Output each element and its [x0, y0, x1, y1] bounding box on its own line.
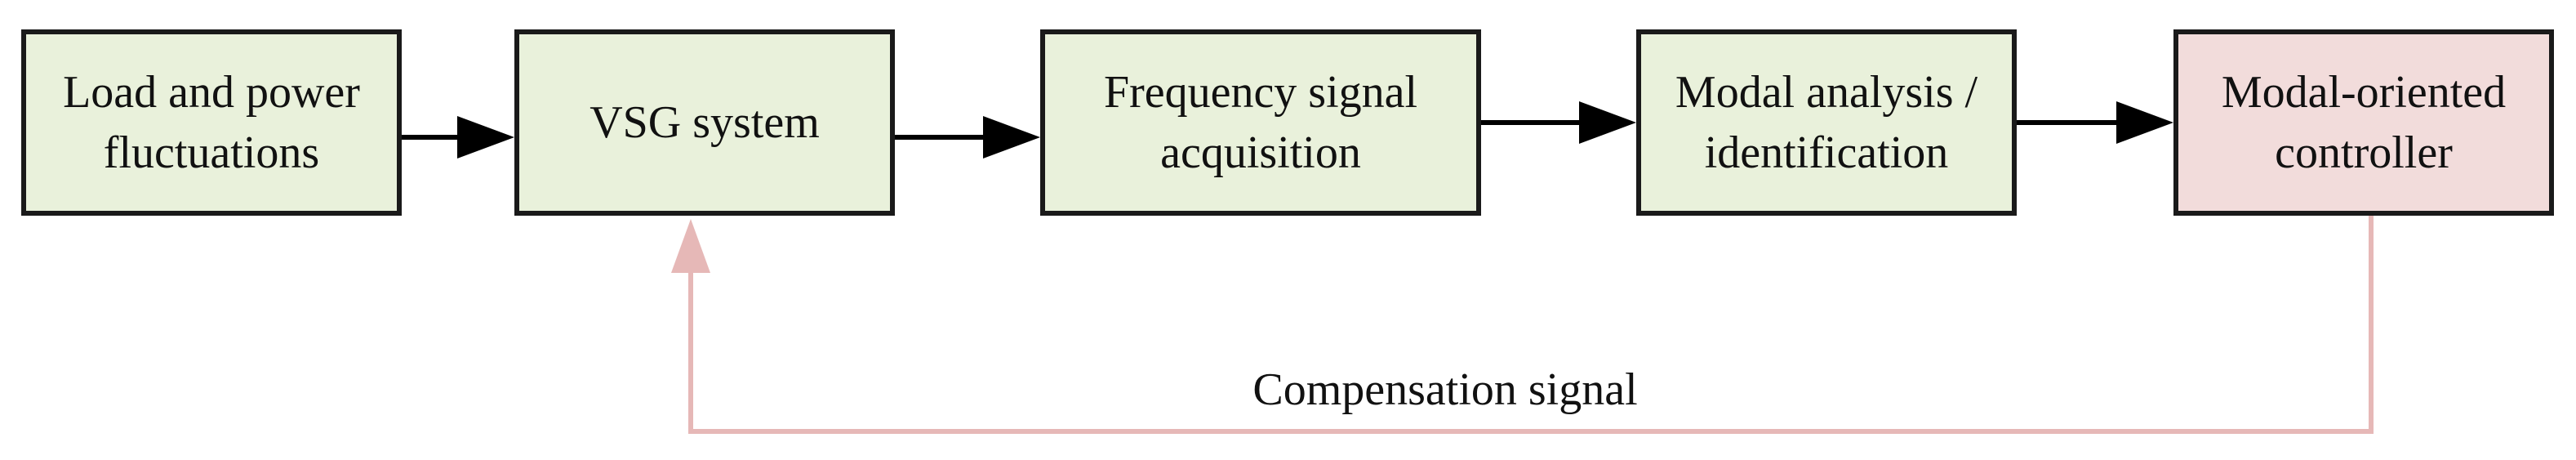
feedback-arrowhead: [671, 219, 710, 273]
feedback-path: [671, 216, 2374, 434]
block-modal-controller: Modal-oriented controller: [2173, 29, 2554, 216]
block-vsg-system: VSG system: [514, 29, 895, 216]
arrow-load-to-vsg: [402, 116, 514, 159]
arrow-vsg-to-freq: [895, 116, 1040, 159]
arrow-freq-to-modal: [1481, 101, 1636, 144]
block-label: Modal-oriented controller: [2221, 67, 2507, 178]
block-label: Modal analysis / identification: [1675, 67, 1978, 178]
block-label: Load and power fluctuations: [63, 67, 360, 178]
block-label: VSG system: [589, 97, 820, 148]
block-label: Frequency signal acquisition: [1103, 67, 1418, 178]
block-load-fluctuations: Load and power fluctuations: [21, 29, 402, 216]
compensation-signal-label: Compensation signal: [1252, 364, 1638, 415]
block-frequency-acquisition: Frequency signal acquisition: [1040, 29, 1481, 216]
arrow-modal-to-ctrl: [2017, 101, 2173, 144]
block-modal-analysis: Modal analysis / identification: [1636, 29, 2017, 216]
